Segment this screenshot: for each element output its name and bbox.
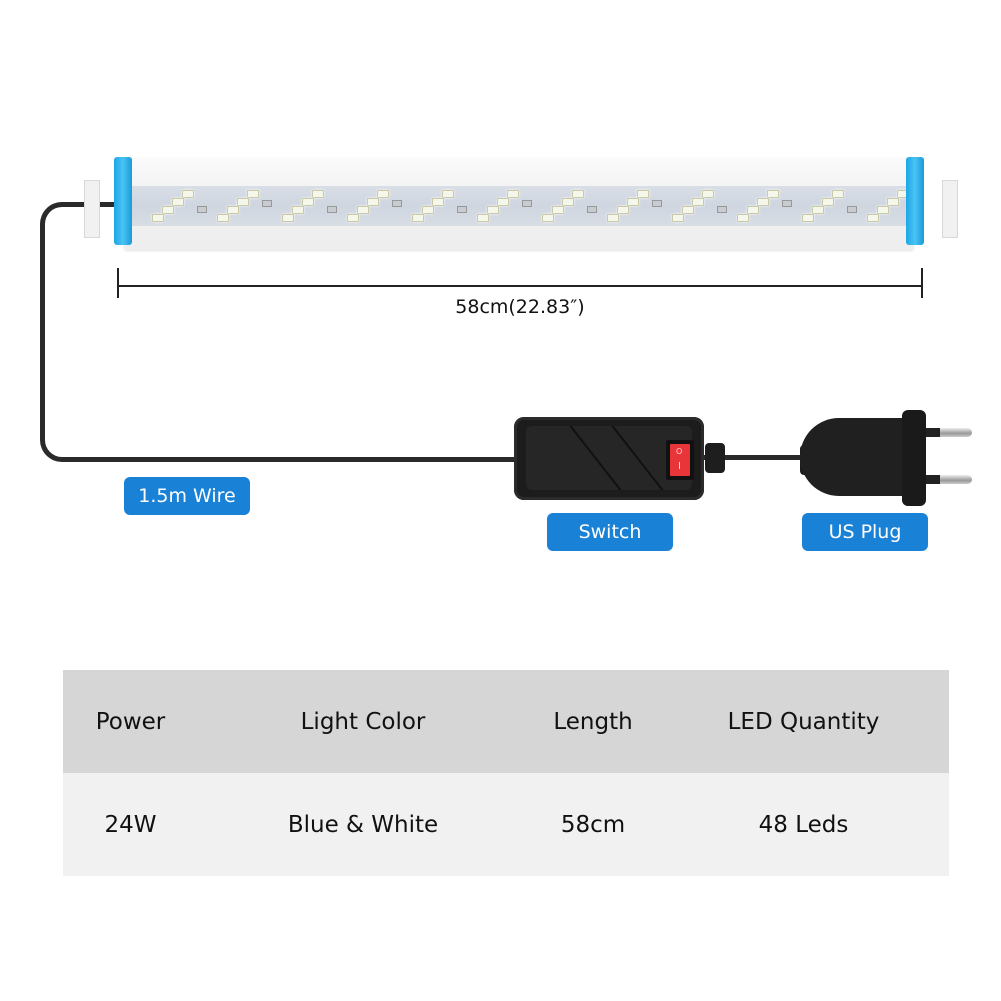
led-chip [412, 214, 424, 222]
led-chip [292, 206, 304, 214]
led-chip [877, 206, 889, 214]
cell-power: 24W [63, 773, 198, 876]
endcap-left [114, 157, 132, 245]
led-chip [767, 190, 779, 198]
led-chip [442, 190, 454, 198]
pin-insulator-bottom [926, 475, 940, 484]
led-chip [217, 214, 229, 222]
led-chip [152, 214, 164, 222]
switch-badge: Switch [547, 513, 673, 551]
resistor-chip [652, 200, 662, 207]
led-chip [572, 190, 584, 198]
cell-led-quantity: 48 Leds [658, 773, 949, 876]
led-chip [822, 198, 834, 206]
resistor-chip [717, 206, 727, 213]
rocker-switch[interactable] [670, 444, 690, 476]
plug-pin-top [926, 428, 972, 437]
header-length: Length [528, 670, 658, 773]
led-chip [682, 206, 694, 214]
pin-insulator-top [926, 428, 940, 437]
led-chip [637, 190, 649, 198]
power-plug [800, 418, 910, 496]
plug-pin-bottom [926, 475, 972, 484]
led-chip [367, 198, 379, 206]
plug-face [902, 410, 926, 506]
led-chip [487, 206, 499, 214]
rocker-on-symbol: O [676, 447, 683, 456]
resistor-chip [457, 206, 467, 213]
led-chip [507, 190, 519, 198]
led-chip [552, 206, 564, 214]
led-chip [562, 198, 574, 206]
led-chip [227, 206, 239, 214]
led-chip [832, 190, 844, 198]
header-led-quantity: LED Quantity [658, 670, 949, 773]
led-chip [812, 206, 824, 214]
led-chip [182, 190, 194, 198]
led-chip [702, 190, 714, 198]
led-chip [312, 190, 324, 198]
led-chip [282, 214, 294, 222]
led-chip [737, 214, 749, 222]
led-chip [672, 214, 684, 222]
resistor-chip [327, 206, 337, 213]
led-chip [377, 190, 389, 198]
resistor-chip [392, 200, 402, 207]
dimension-tick-right [921, 268, 923, 298]
led-chip [627, 198, 639, 206]
led-chip [422, 206, 434, 214]
endcap-right [906, 157, 924, 245]
led-chip [802, 214, 814, 222]
wire-length-badge: 1.5m Wire [124, 477, 250, 515]
rocker-off-symbol [679, 462, 680, 469]
spec-table: Power Light Color Length LED Quantity 24… [63, 670, 949, 876]
led-chip [617, 206, 629, 214]
table-row: 24W Blue & White 58cm 48 Leds [63, 773, 949, 876]
resistor-chip [197, 206, 207, 213]
led-chip [237, 198, 249, 206]
led-chip [542, 214, 554, 222]
header-light-color: Light Color [198, 670, 528, 773]
strain-relief [705, 443, 725, 473]
led-chip [172, 198, 184, 206]
header-power: Power [63, 670, 198, 773]
led-chip [607, 214, 619, 222]
led-chip [432, 198, 444, 206]
dimension-line [118, 285, 923, 287]
led-chip [867, 214, 879, 222]
switch-groove [607, 426, 671, 490]
cell-length: 58cm [528, 773, 658, 876]
dimension-label: 58cm(22.83″) [455, 296, 585, 318]
led-lens-strip [130, 186, 922, 226]
led-chip [162, 206, 174, 214]
cell-light-color: Blue & White [198, 773, 528, 876]
led-chip [347, 214, 359, 222]
resistor-chip [262, 200, 272, 207]
led-chip [757, 198, 769, 206]
led-chip [247, 190, 259, 198]
switch-housing [526, 426, 692, 490]
led-chip [357, 206, 369, 214]
led-chip [302, 198, 314, 206]
led-chip [692, 198, 704, 206]
mounting-bracket-right [942, 180, 958, 238]
resistor-chip [782, 200, 792, 207]
led-chip [477, 214, 489, 222]
resistor-chip [522, 200, 532, 207]
led-chip [747, 206, 759, 214]
spec-header-row: Power Light Color Length LED Quantity [63, 670, 949, 773]
led-chip [497, 198, 509, 206]
dimension-tick-left [117, 268, 119, 298]
resistor-chip [847, 206, 857, 213]
resistor-chip [587, 206, 597, 213]
led-chip [887, 198, 899, 206]
mounting-bracket-left [84, 180, 100, 238]
plug-type-badge: US Plug [802, 513, 928, 551]
plug-wire [700, 455, 810, 460]
